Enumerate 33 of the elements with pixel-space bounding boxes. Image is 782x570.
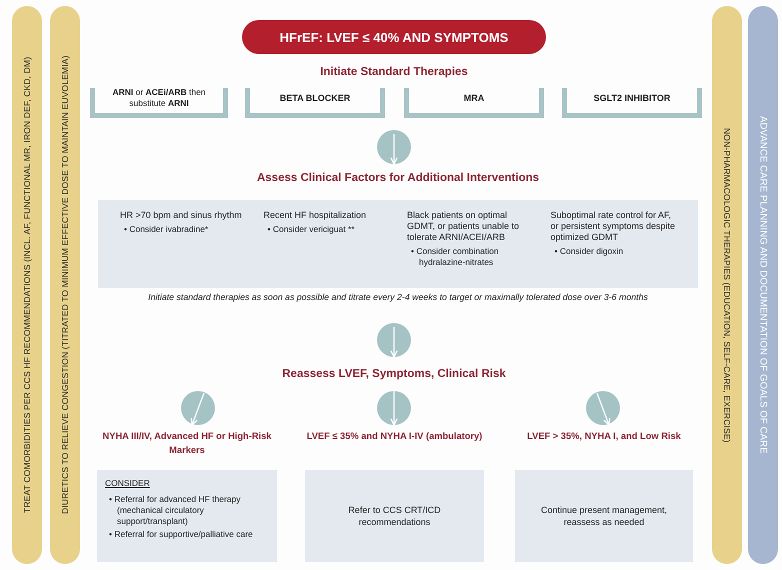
bracket-box: SGLT2 INHIBITOR: [562, 88, 702, 118]
box-heading: LVEF > 35%, NYHA I, and Low Risk: [526, 430, 682, 443]
criterion-text: Suboptimal rate control for AF, or persistent symptoms despite optimized GDMT: [550, 210, 676, 243]
section-heading: Assess Clinical Factors for Additional Interventions: [256, 172, 540, 186]
bullet-item: • Referral for supportive/palliative care: [109, 529, 254, 540]
criterion-text: Black patients on optimal GDMT, or patients unable to tolerate ARNI/ACEI/ARB: [407, 210, 520, 243]
arrow: [190, 392, 205, 426]
arrow: [596, 392, 610, 426]
section-heading: Initiate Standard Therapies: [319, 66, 469, 80]
criterion-text: Recent HF hospitalization: [264, 210, 368, 221]
body-text: Refer to CCS CRT/ICD recommendations: [347, 504, 442, 528]
subheading: CONSIDER: [105, 478, 151, 488]
bracket-box: ARNI or ACEi/ARB then substitute ARNI: [90, 88, 228, 118]
note-text: Initiate standard therapies as soon as possible and titrate every 2-4 weeks to target or maximally tolerated dose over 3-6 months: [147, 292, 649, 304]
vertical-band: DIURETICS TO RELIEVE CONGESTION (TITRATED TO MINIMUM EFFECTIVE DOSE TO MAINTAIN EUVOLEMIA): [50, 6, 80, 564]
bracket-box: MRA: [404, 88, 544, 118]
bullet-item: • Consider vericiguat **: [268, 224, 356, 235]
section-heading: Reassess LVEF, Symptoms, Clinical Risk: [150, 357, 638, 391]
title-pill: HFrEF: LVEF ≤ 40% AND SYMPTOMS: [242, 20, 546, 54]
criterion-text: HR >70 bpm and sinus rhythm: [120, 210, 243, 221]
box-heading: LVEF ≤ 35% and NYHA I-IV (ambulatory): [306, 430, 484, 443]
bracket-box: BETA BLOCKER: [245, 88, 385, 118]
bullet-item: • Consider ivabradine*: [124, 224, 210, 235]
arrow: [390, 134, 398, 165]
arrow: [390, 327, 398, 358]
box-heading: NYHA III/IV, Advanced HF or High-Risk Markers: [102, 430, 272, 457]
vertical-band: NON-PHARMACOLOGIC THERAPIES (EDUCATION, SELF-CARE, EXERCISE): [712, 6, 742, 564]
vertical-band: ADVANCE CARE PLANNING AND DOCUMENTATION OF GOALS OF CARE: [748, 6, 778, 564]
bullet-item: • Consider digoxin: [554, 246, 624, 257]
vertical-band: TREAT COMORBIDITIES PER CCS HF RECOMMENDATIONS (INCL. AF, FUNCTIONAL MR, IRON DEF, CKD, DM): [12, 6, 42, 564]
bullet-item: • Consider combination hydralazine-nitrates: [411, 246, 500, 268]
bullet-item: • Referral for advanced HF therapy (mechanical circulatory support/transplant): [109, 494, 242, 527]
body-text: Continue present management, reassess as needed: [540, 504, 668, 528]
